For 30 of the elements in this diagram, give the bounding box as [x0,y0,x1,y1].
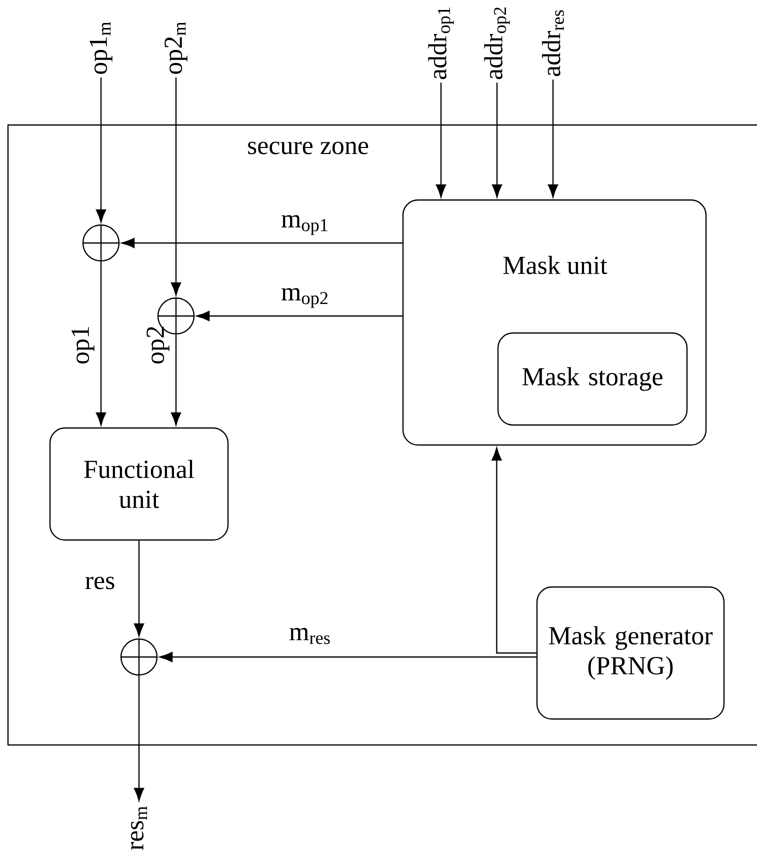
xor-symbol [82,224,120,262]
arrow [134,676,144,801]
arrow [160,652,536,662]
edge-label: m$_{op2}$ [282,288,328,308]
arrow [196,310,402,322]
xor-symbol [120,638,158,676]
arrow [492,448,536,654]
arrow [170,77,182,296]
arrow [96,77,106,222]
signal-label: op2$_{m}$ [164,22,188,74]
edge-label: m$_{op1}$ [282,215,328,235]
arrow [170,334,182,426]
signal-label: addr$_{res}$ [542,10,564,76]
edge-label: m$_{res}$ [290,628,330,644]
generator-box: Mask generator (PRNG) [536,586,725,720]
arrow [122,238,402,248]
signal-label: addr$_{op1}$ [428,8,454,80]
arrow [548,80,558,198]
edge-label: res [85,576,114,590]
arrow [492,82,502,198]
arrow [436,82,446,198]
signal-label: addr$_{op2}$ [484,8,510,80]
signal-label: op1$_{m}$ [90,22,112,74]
signal-label: res$_{m}$ [131,806,147,850]
storage-box: Mask storage [497,332,688,426]
edge-label: op1 [72,327,94,364]
edge-label: op2 [146,326,170,364]
unit-box: Functional unit [49,427,229,541]
arrow [134,540,144,636]
arrow [96,262,106,426]
